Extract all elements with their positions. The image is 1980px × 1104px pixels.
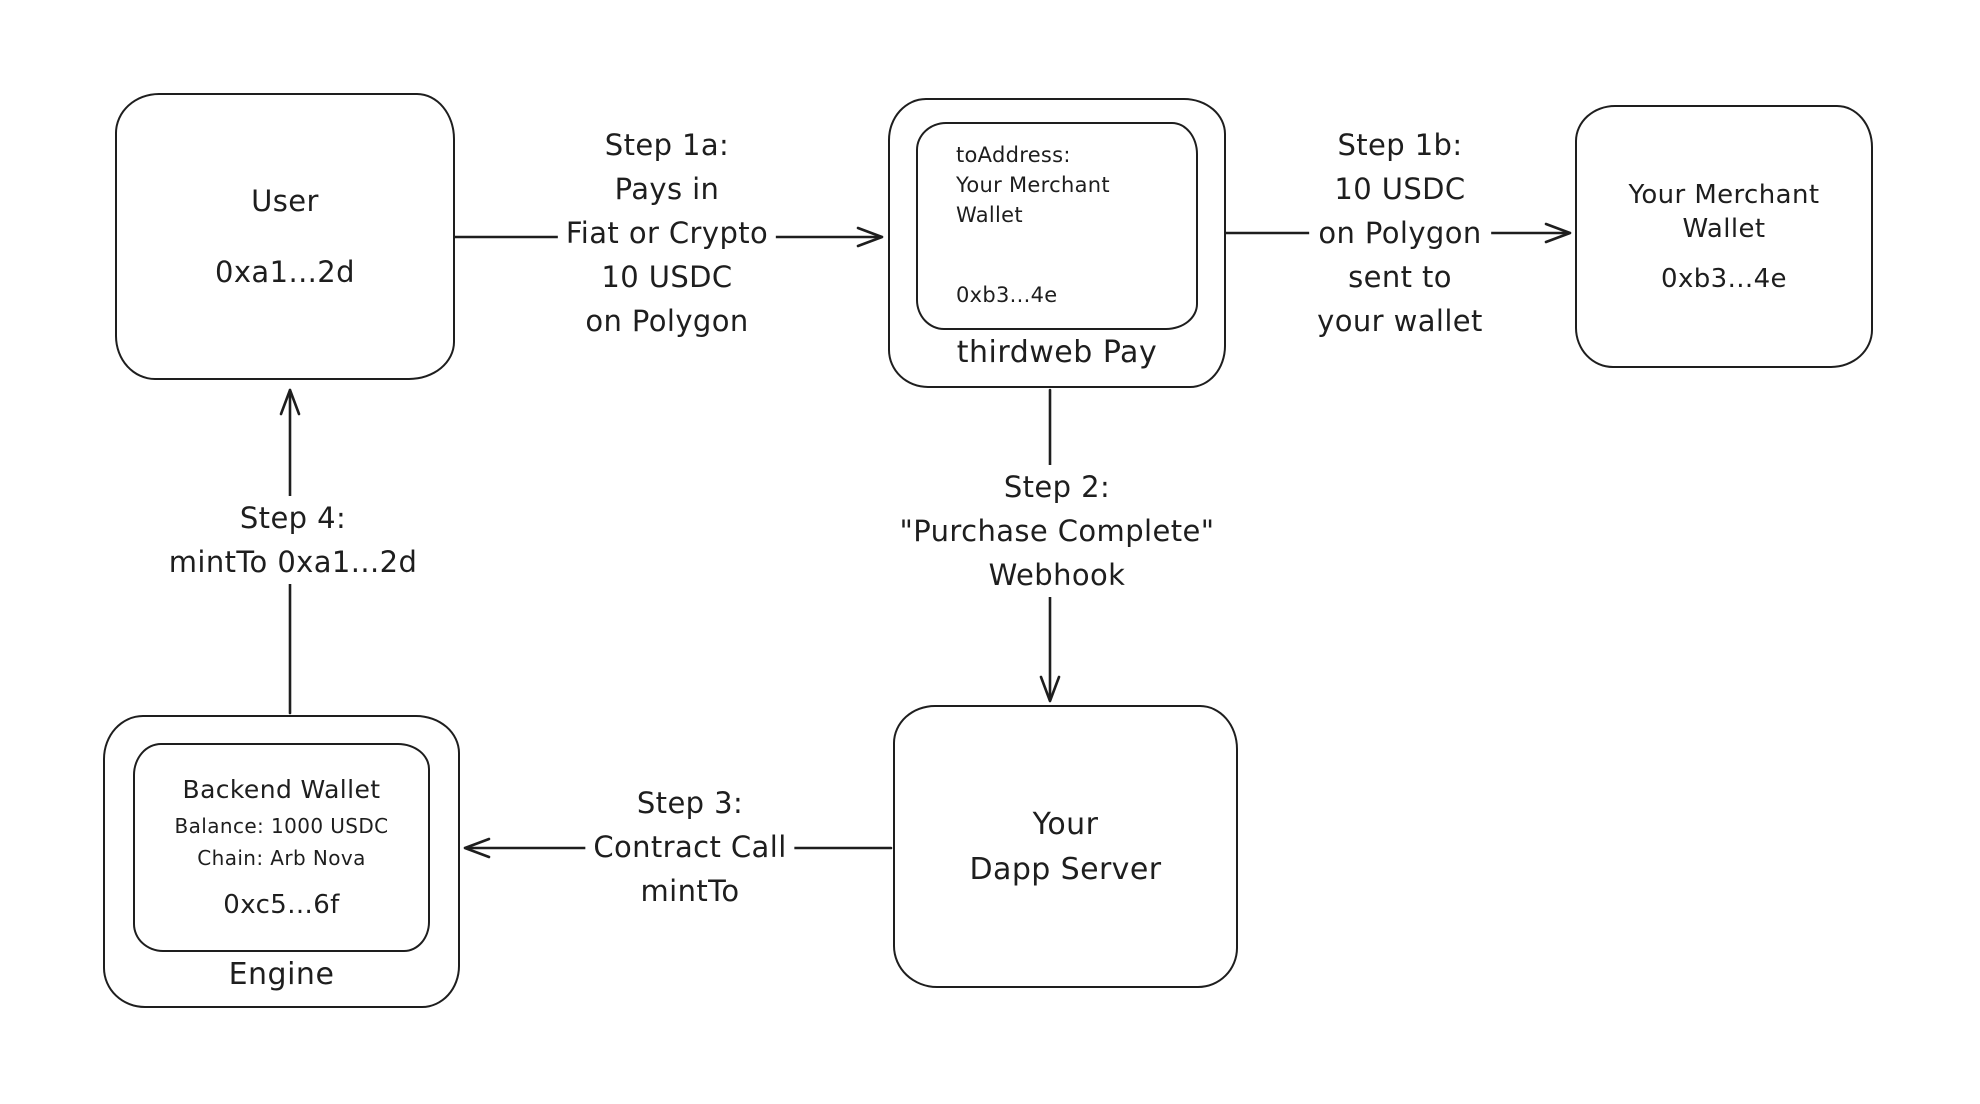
to-address-line: toAddress: <box>956 143 1071 167</box>
backend-wallet-balance: Balance: 1000 USDC <box>174 813 389 838</box>
to-address-line: Wallet <box>956 203 1023 227</box>
step1a-label-line: Fiat or Crypto <box>565 216 769 250</box>
merchant-wallet-title: Your Merchant Wallet <box>1629 178 1820 246</box>
step1b-label-line: on Polygon <box>1318 216 1482 250</box>
step2-label: Step 2: "Purchase Complete" Webhook <box>891 465 1223 597</box>
to-address-text: toAddress: Your Merchant Wallet <box>956 140 1186 230</box>
step1a-label-line: Pays in <box>614 172 720 206</box>
to-address-line: Your Merchant <box>956 173 1110 197</box>
step1b-label-line: 10 USDC <box>1334 172 1466 206</box>
dapp-server-title-line: Dapp Server <box>969 851 1162 887</box>
thirdweb-pay-caption: thirdweb Pay <box>956 335 1158 370</box>
backend-wallet-title: Backend Wallet <box>182 774 381 804</box>
merchant-wallet-node: Your Merchant Wallet 0xb3...4e <box>1575 105 1873 368</box>
engine-caption: Engine <box>228 957 335 992</box>
backend-wallet-chain: Chain: Arb Nova <box>197 845 366 870</box>
step1b-label-line: sent to <box>1348 260 1452 294</box>
thirdweb-pay-node: toAddress: Your Merchant Wallet 0xb3...4… <box>888 98 1226 388</box>
step1b-label-line: your wallet <box>1317 304 1483 338</box>
user-address: 0xa1...2d <box>215 255 355 289</box>
merchant-wallet-address: 0xb3...4e <box>1661 263 1787 294</box>
step1b-label: Step 1b: 10 USDC on Polygon sent to your… <box>1309 123 1491 343</box>
step3-label-line: Contract Call <box>593 830 787 864</box>
merchant-wallet-address: 0xb3...4e <box>956 283 1058 307</box>
step4-label-line: mintTo 0xa1...2d <box>168 545 418 579</box>
step1a-label-line: Step 1a: <box>604 128 730 162</box>
step1a-label-line: 10 USDC <box>601 260 733 294</box>
step3-label-line: mintTo <box>640 874 740 908</box>
step4-label: Step 4: mintTo 0xa1...2d <box>160 496 426 584</box>
dapp-server-title: Your Dapp Server <box>970 802 1162 892</box>
step2-label-line: Step 2: <box>1003 470 1111 504</box>
step4-label-line: Step 4: <box>239 501 347 535</box>
merchant-wallet-title-line: Wallet <box>1682 213 1766 244</box>
step3-label: Step 3: Contract Call mintTo <box>585 781 795 913</box>
step3-label-line: Step 3: <box>636 786 744 820</box>
user-title: User <box>251 184 319 218</box>
to-address-card: toAddress: Your Merchant Wallet 0xb3...4… <box>916 122 1198 330</box>
backend-wallet-card: Backend Wallet Balance: 1000 USDC Chain:… <box>133 743 430 952</box>
engine-node: Backend Wallet Balance: 1000 USDC Chain:… <box>103 715 460 1008</box>
dapp-server-node: Your Dapp Server <box>893 705 1238 988</box>
step2-label-line: Webhook <box>988 558 1126 592</box>
step1a-label: Step 1a: Pays in Fiat or Crypto 10 USDC … <box>557 123 777 343</box>
backend-wallet-address: 0xc5...6f <box>223 889 340 920</box>
dapp-server-title-line: Your <box>1032 806 1099 842</box>
user-node: User 0xa1...2d <box>115 93 455 380</box>
merchant-wallet-title-line: Your Merchant <box>1628 179 1820 210</box>
step2-label-line: "Purchase Complete" <box>899 514 1215 548</box>
step1b-label-line: Step 1b: <box>1337 128 1463 162</box>
step1a-label-line: on Polygon <box>585 304 749 338</box>
